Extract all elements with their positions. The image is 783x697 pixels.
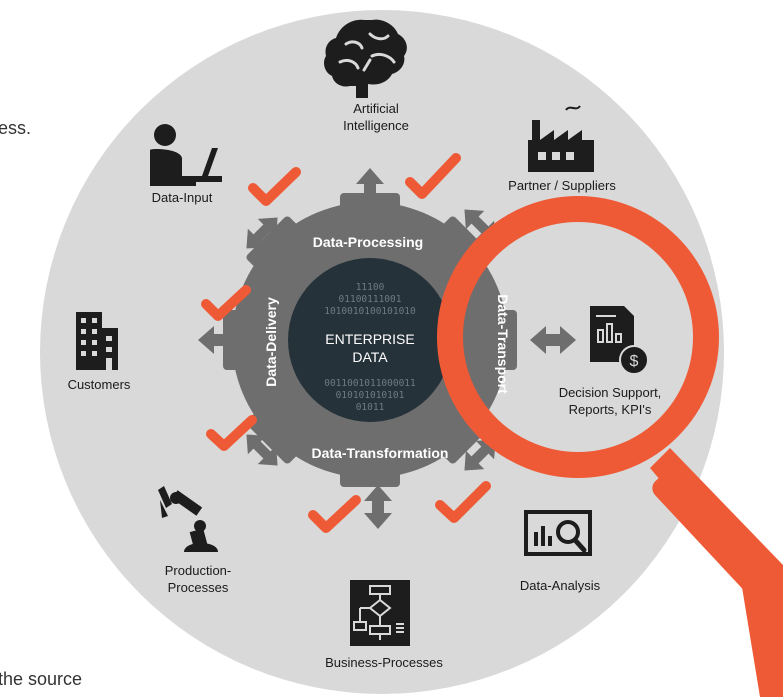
label-decision-support-1: Decision Support, (559, 385, 662, 400)
background-text-bottom: the source (0, 669, 82, 689)
check-icon (405, 153, 461, 199)
monitor-magnifier-icon (524, 510, 592, 556)
binary-line: 01011 (356, 402, 385, 413)
check-icon (248, 167, 301, 206)
label-partner-suppliers: Partner / Suppliers (508, 178, 616, 193)
report-dollar-icon: $ (590, 306, 649, 375)
label-decision-support-2: Reports, KPI's (569, 402, 652, 417)
check-icon (435, 481, 491, 523)
arrow-left (198, 326, 244, 354)
label-artificial-intelligence-2: Intelligence (343, 118, 409, 133)
label-data-analysis: Data-Analysis (520, 578, 601, 593)
ring-label-data-delivery: Data-Delivery (263, 297, 279, 387)
core-title-line-1: ENTERPRISE (325, 331, 414, 347)
binary-line: 010101010101 (336, 390, 405, 401)
enterprise-data-core (288, 258, 452, 422)
label-customers: Customers (68, 377, 131, 392)
arrow-bottom (364, 485, 392, 529)
arrow-right (530, 326, 576, 354)
check-icon (206, 415, 257, 451)
label-artificial-intelligence-1: Artificial (353, 101, 399, 116)
person-laptop-icon (150, 124, 222, 186)
ring-label-data-processing: Data-Processing (313, 234, 423, 250)
label-production-processes-2: Processes (168, 580, 229, 595)
magnifying-glass-icon (437, 196, 783, 697)
core-title-line-2: DATA (352, 349, 388, 365)
binary-line: 01100111001 (339, 294, 402, 305)
ring-label-data-transport: Data-Transport (495, 294, 511, 394)
check-icon (201, 285, 251, 321)
label-data-input: Data-Input (152, 190, 213, 205)
connector-arrows (198, 168, 576, 529)
check-marks (201, 153, 491, 533)
binary-line: 1010010100101010 (324, 306, 416, 317)
binary-line: 11100 (356, 282, 385, 293)
arrow-upper-left (246, 217, 278, 249)
flowchart-icon (350, 580, 410, 646)
buildings-icon (76, 312, 118, 370)
arrow-lower-left (246, 434, 278, 466)
label-business-processes: Business-Processes (325, 655, 443, 670)
label-production-processes-1: Production- (165, 563, 231, 578)
brain-icon (324, 19, 407, 98)
check-icon (308, 495, 361, 533)
arrow-top (356, 168, 384, 212)
svg-text:$: $ (630, 353, 639, 370)
arrow-lower-right (464, 439, 496, 471)
binary-line: 0011001011000011 (324, 378, 416, 389)
ring-label-data-transformation: Data-Transformation (312, 445, 449, 461)
factory-icon (528, 105, 594, 172)
background-text-top: ess. (0, 118, 31, 138)
robot-arm-icon (158, 486, 218, 552)
